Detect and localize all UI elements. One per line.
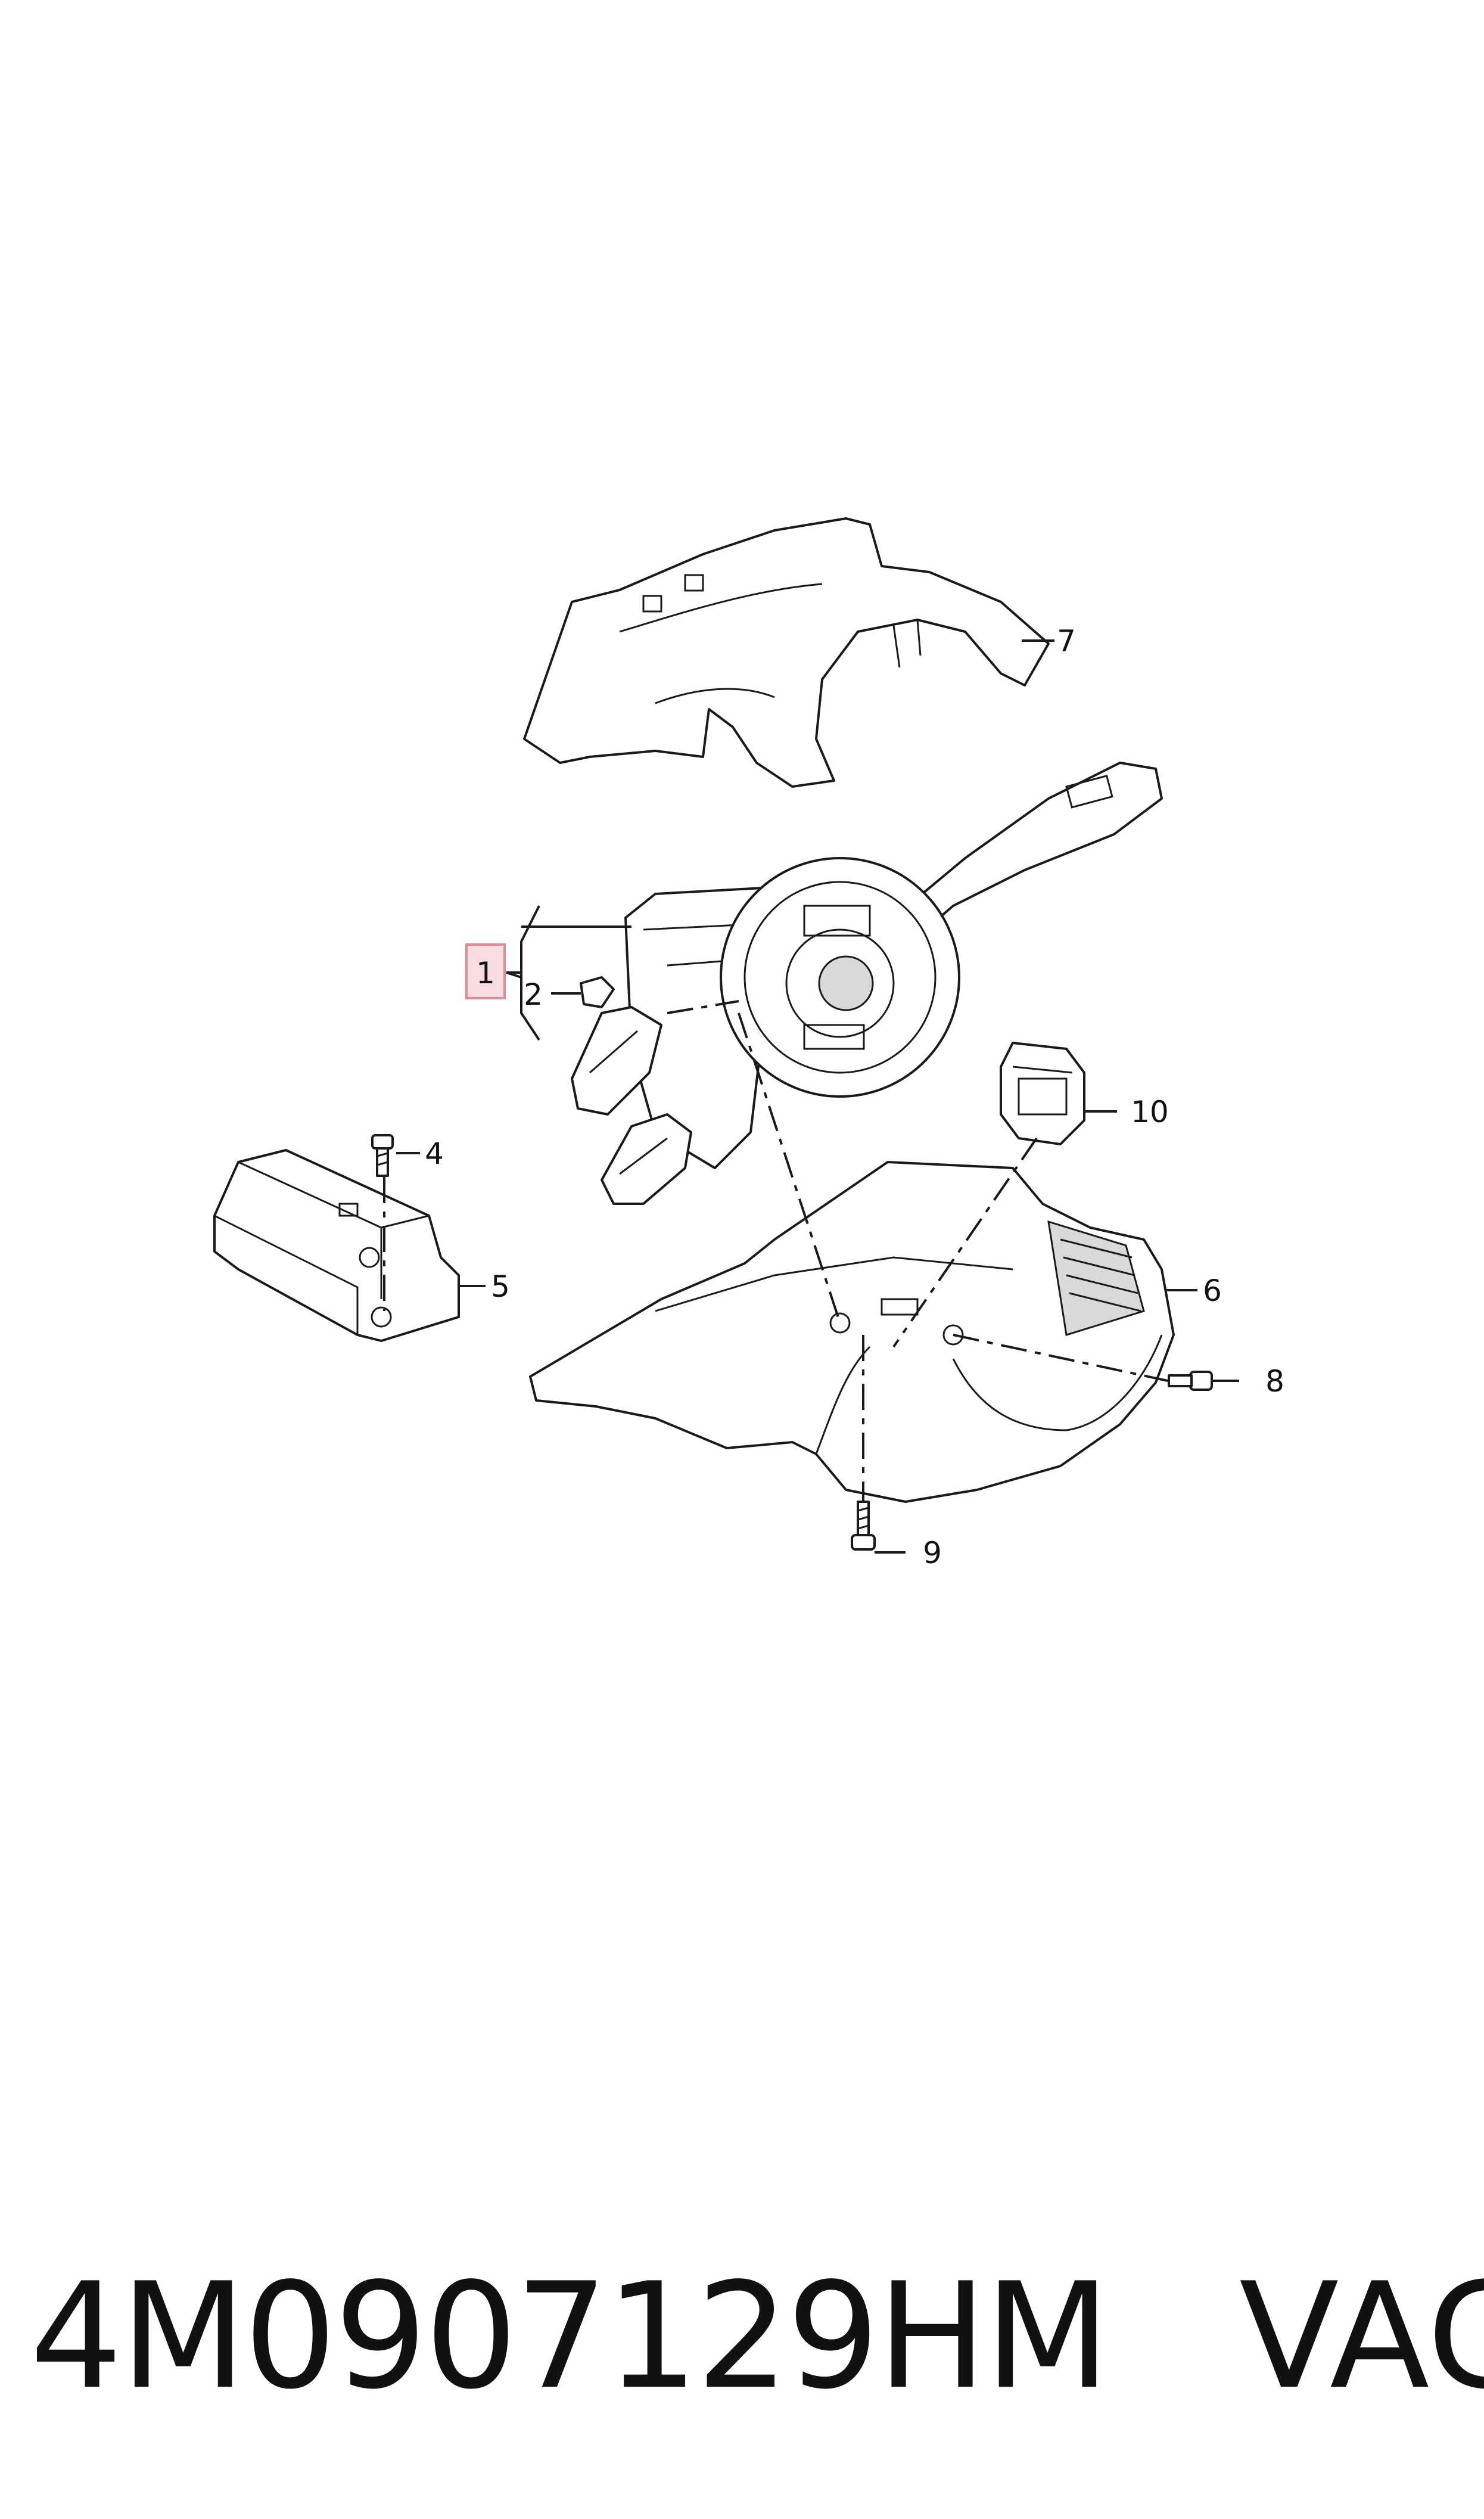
footer: 4M0907129HM VAG: [30, 2247, 1484, 2425]
brand-label: VAG: [1239, 2251, 1484, 2421]
callout-4-label: 4: [425, 1136, 444, 1171]
part-6-lower-column-cover: [529, 1161, 1175, 1503]
part-5-control-module: [213, 1149, 460, 1342]
part-7-upper-column-cover: [523, 517, 1050, 788]
callout-7-label: 7: [1057, 624, 1076, 659]
callout-1-highlight: [465, 943, 506, 999]
part-4-screw: [371, 1134, 394, 1177]
part-1-combination-switch: [571, 762, 1163, 1205]
callout-2-label: 2: [524, 977, 543, 1012]
leader-lines: [396, 639, 1239, 1554]
callout-9-label: 9: [923, 1536, 942, 1570]
callout-6-label: 6: [1203, 1274, 1222, 1308]
callout-1-label: 1: [476, 956, 495, 990]
callout-8-label: 8: [1265, 1364, 1284, 1399]
assembly-lines: [667, 1000, 1168, 1502]
part-8-screw: [1168, 1371, 1213, 1391]
part-9-screw: [851, 1501, 876, 1551]
callout-10-label: 10: [1131, 1095, 1169, 1129]
callout-1: 1: [465, 943, 506, 999]
callout-5-label: 5: [491, 1269, 510, 1304]
part-2-clip: [580, 976, 615, 1008]
part-number: 4M0907129HM: [30, 2251, 1110, 2421]
part-10-switch-module: [1000, 1042, 1085, 1145]
exploded-parts-diagram: 1 2 4 5 6 7 8 9 10: [213, 517, 1284, 1570]
